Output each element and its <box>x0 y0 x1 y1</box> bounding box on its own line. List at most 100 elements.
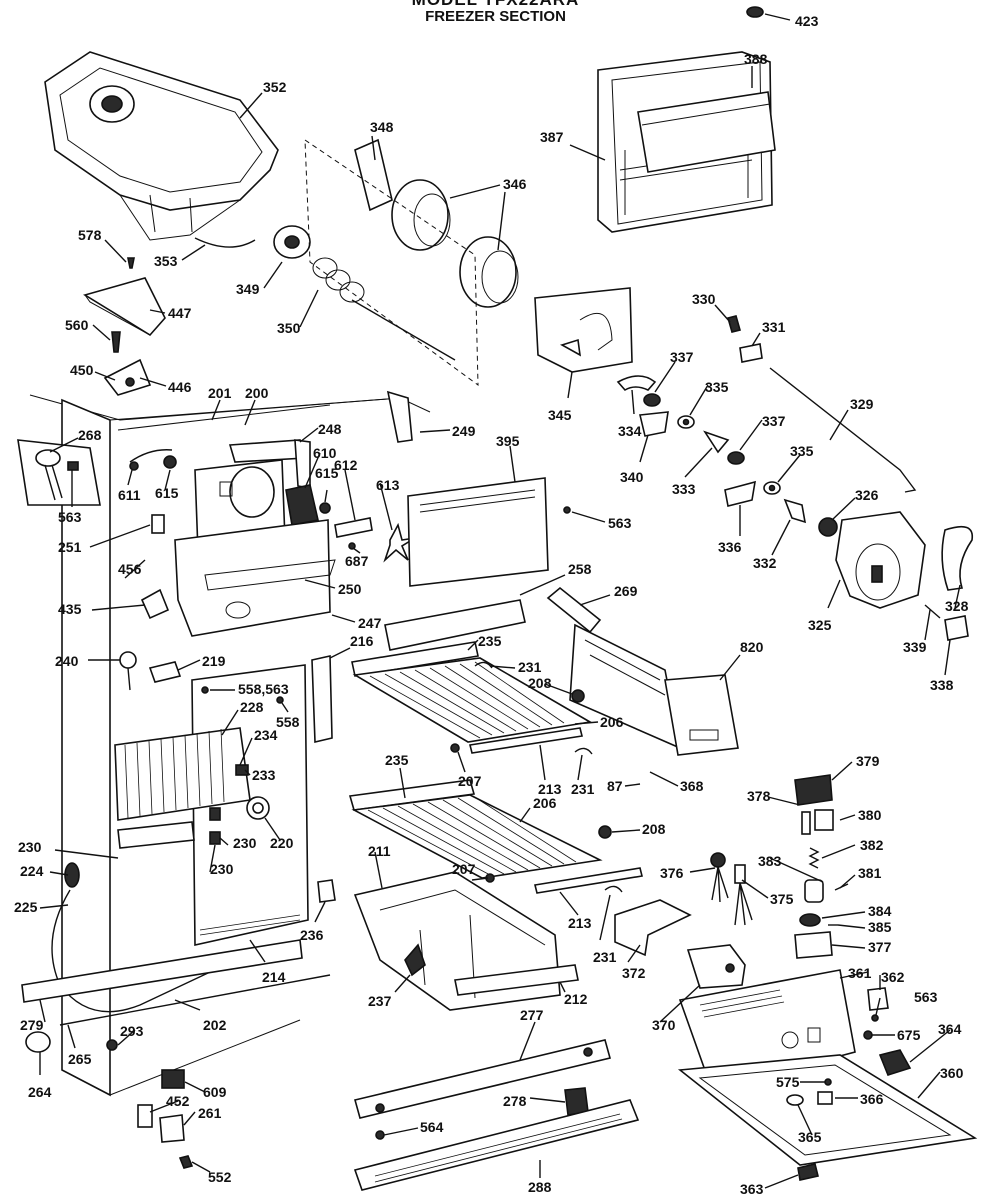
callout-337a: 337 <box>670 349 694 365</box>
callout-228: 228 <box>240 699 264 715</box>
callout-230a: 230 <box>18 839 42 855</box>
callout-328: 328 <box>945 598 969 614</box>
part-200-201-liner <box>29 394 431 1097</box>
part-610-motor <box>285 484 319 526</box>
part-382-spring <box>808 847 820 869</box>
callout-384: 384 <box>868 903 892 919</box>
callout-340: 340 <box>620 469 644 485</box>
callout-332: 332 <box>753 555 777 571</box>
callout-382: 382 <box>860 837 884 853</box>
part-269-fill-tube <box>546 586 602 634</box>
callout-236: 236 <box>300 927 324 943</box>
part-335-washer-a <box>677 415 695 429</box>
part-345-plate <box>534 287 633 373</box>
callout-368: 368 <box>680 778 704 794</box>
part-563-screw-c <box>871 1014 879 1022</box>
callout-231b: 231 <box>571 781 595 797</box>
part-346-crusher-drums <box>391 179 519 308</box>
part-235-shelf-rail-a <box>351 641 479 677</box>
callout-381: 381 <box>858 865 882 881</box>
callout-206a: 206 <box>600 714 624 730</box>
part-326-coupling <box>818 517 838 537</box>
callout-361: 361 <box>848 965 872 981</box>
callout-216: 216 <box>350 633 374 649</box>
part-220-grommet <box>246 796 270 820</box>
part-360-drain-pan <box>677 1054 978 1166</box>
part-675-screw <box>863 1030 873 1040</box>
callout-339: 339 <box>903 639 927 655</box>
callout-375: 375 <box>770 891 794 907</box>
part-366-clip <box>817 1091 833 1105</box>
callout-365: 365 <box>798 1129 822 1145</box>
model-title: MODEL TFX22ARA <box>0 0 991 10</box>
part-251-clip <box>151 514 165 534</box>
callout-385: 385 <box>868 919 892 935</box>
part-206-wire-shelf-b <box>351 794 603 879</box>
callout-279: 279 <box>20 1017 44 1033</box>
callout-370: 370 <box>652 1017 676 1033</box>
callout-335a: 335 <box>705 379 729 395</box>
part-349-bearing <box>273 225 311 259</box>
callout-277: 277 <box>520 1007 544 1023</box>
callout-563a: 563 <box>58 509 82 525</box>
part-615-clip-a <box>163 455 177 469</box>
part-552-screw <box>178 1155 194 1169</box>
leader-lines <box>39 13 961 1189</box>
callout-349: 349 <box>236 281 260 297</box>
part-363-foot <box>797 1163 819 1181</box>
callout-207a: 207 <box>458 773 482 789</box>
part-612-bracket <box>334 517 373 538</box>
callout-353: 353 <box>154 253 178 269</box>
part-370-relay <box>686 944 746 989</box>
callout-265: 265 <box>68 1051 92 1067</box>
callout-612: 612 <box>334 457 358 473</box>
callout-240: 240 <box>55 653 79 669</box>
callout-563b: 563 <box>608 515 632 531</box>
part-248-duct-tube <box>228 439 311 489</box>
part-250-evap-cover <box>174 519 336 637</box>
part-333-lever <box>703 430 730 454</box>
callout-288: 288 <box>528 1179 552 1195</box>
callout-336: 336 <box>718 539 742 555</box>
part-268-light-socket <box>17 439 101 506</box>
part-339-pin <box>924 604 941 619</box>
callout-560: 560 <box>65 317 89 333</box>
part-380-plunger <box>801 811 811 835</box>
part-611-wire <box>129 449 173 471</box>
part-231-clip-b <box>574 747 593 755</box>
callout-208b: 208 <box>642 821 666 837</box>
callout-364: 364 <box>938 1021 962 1037</box>
part-325-motor <box>835 511 926 609</box>
part-332-lever <box>783 498 807 524</box>
callout-372: 372 <box>622 965 646 981</box>
alignment-dash-box <box>304 139 479 387</box>
callout-293: 293 <box>120 1023 144 1039</box>
part-330-screw <box>727 315 741 333</box>
part-564-screw <box>375 1130 385 1140</box>
callout-388: 388 <box>744 51 768 67</box>
callout-220: 220 <box>270 835 294 851</box>
part-207-clip-a <box>450 743 460 753</box>
part-337-spring-b <box>727 451 745 465</box>
callout-335b: 335 <box>790 443 814 459</box>
callout-564: 564 <box>420 1119 444 1135</box>
part-384-385-gasket <box>799 913 838 927</box>
callout-446: 446 <box>168 379 192 395</box>
callout-423: 423 <box>795 13 819 29</box>
callout-87: 87 <box>607 778 623 794</box>
callout-235a: 235 <box>478 633 502 649</box>
callout-207b: 207 <box>452 861 476 877</box>
callout-250: 250 <box>338 581 362 597</box>
callout-558: 558 <box>276 714 300 730</box>
callout-337b: 337 <box>762 413 786 429</box>
part-352-ice-bucket <box>44 51 279 241</box>
callout-326: 326 <box>855 487 879 503</box>
callout-362: 362 <box>881 969 905 985</box>
part-558-screws <box>201 686 284 704</box>
callout-325: 325 <box>808 617 832 633</box>
callout-379: 379 <box>856 753 880 769</box>
part-578-screw <box>127 257 135 269</box>
callout-261: 261 <box>198 1105 222 1121</box>
part-336-rack <box>724 480 756 507</box>
